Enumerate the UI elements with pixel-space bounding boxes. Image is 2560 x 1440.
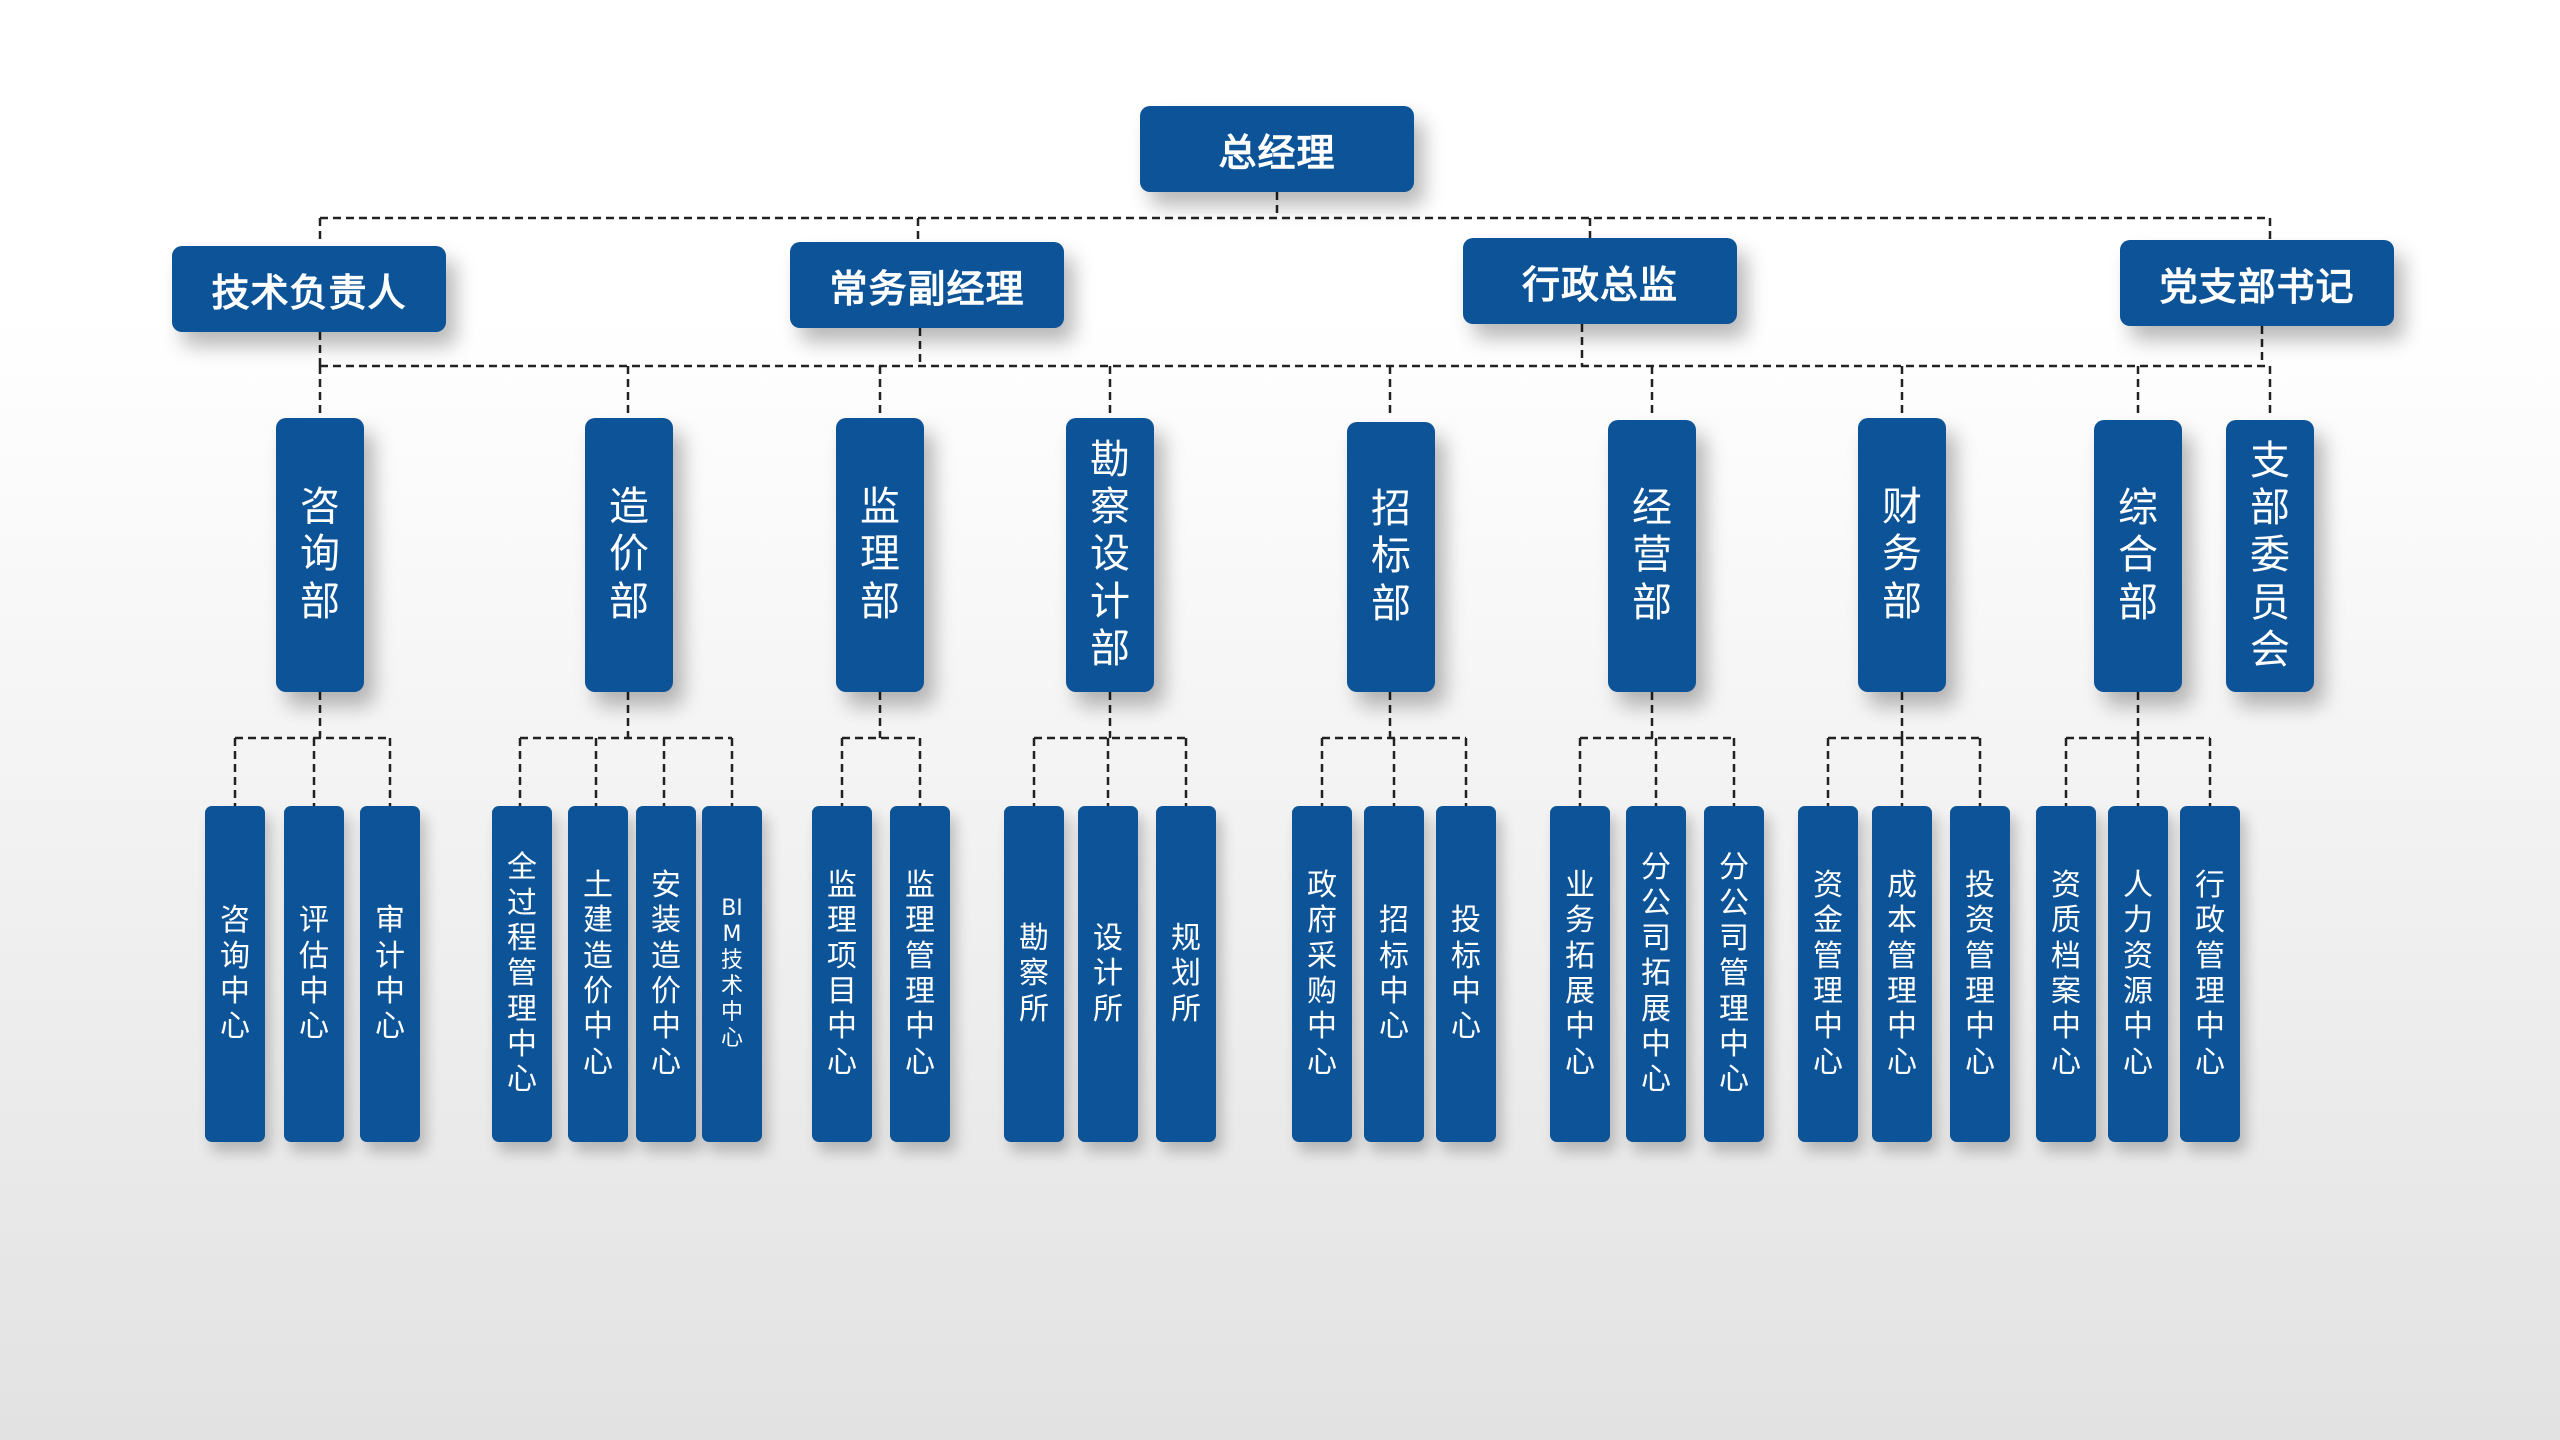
dept-consult-label: 咨询部 [300, 484, 340, 625]
sub-label: 招标中心 [1379, 903, 1409, 1045]
sub-tender-center[interactable]: 招标中心 [1364, 806, 1424, 1142]
sub-supervision-management-center[interactable]: 监理管理中心 [890, 806, 950, 1142]
sub-label: 行政管理中心 [2195, 867, 2225, 1080]
dept-bidding[interactable]: 招标部 [1347, 422, 1435, 692]
dept-branch-committee[interactable]: 支部委员会 [2226, 420, 2314, 692]
sub-administration-center[interactable]: 行政管理中心 [2180, 806, 2240, 1142]
sub-bim-center[interactable]: BIM技术中心 [702, 806, 762, 1142]
sub-government-procurement-center[interactable]: 政府采购中心 [1292, 806, 1352, 1142]
node-general-manager[interactable]: 总经理 [1140, 106, 1414, 192]
dept-general-label: 综合部 [2118, 485, 2158, 626]
sub-investment-management-center[interactable]: 投资管理中心 [1950, 806, 2010, 1142]
sub-label: 人力资源中心 [2123, 867, 2153, 1080]
dept-cost[interactable]: 造价部 [585, 418, 673, 692]
sub-fund-management-center[interactable]: 资金管理中心 [1798, 806, 1858, 1142]
dept-survey-label: 勘察设计部 [1090, 437, 1130, 672]
sub-label: 土建造价中心 [583, 867, 613, 1080]
node-administrative-director[interactable]: 行政总监 [1463, 238, 1737, 324]
sub-audit-center[interactable]: 审计中心 [360, 806, 420, 1142]
dept-branch-committee-label: 支部委员会 [2250, 438, 2290, 673]
dept-general[interactable]: 综合部 [2094, 420, 2182, 692]
sub-planning-office[interactable]: 规划所 [1156, 806, 1216, 1142]
sub-consult-center[interactable]: 咨询中心 [205, 806, 265, 1142]
dept-operation-label: 经营部 [1632, 485, 1672, 626]
dept-bidding-label: 招标部 [1371, 486, 1411, 627]
sub-evaluation-center[interactable]: 评估中心 [284, 806, 344, 1142]
dept-supervise-label: 监理部 [860, 484, 900, 625]
sub-label: 投资管理中心 [1965, 867, 1995, 1080]
dept-finance[interactable]: 财务部 [1858, 418, 1946, 692]
sub-label: 规划所 [1171, 920, 1201, 1027]
sub-label: 投标中心 [1451, 903, 1481, 1045]
node-executive-deputy-manager[interactable]: 常务副经理 [790, 242, 1064, 328]
dept-operation[interactable]: 经营部 [1608, 420, 1696, 692]
sub-bid-center[interactable]: 投标中心 [1436, 806, 1496, 1142]
sub-label: 资质档案中心 [2051, 867, 2081, 1080]
sub-label: 资金管理中心 [1813, 867, 1843, 1080]
sub-branch-management-center[interactable]: 分公司管理中心 [1704, 806, 1764, 1142]
dept-finance-label: 财务部 [1882, 484, 1922, 625]
dept-consult[interactable]: 咨询部 [276, 418, 364, 692]
sub-label: 勘察所 [1019, 920, 1049, 1027]
sub-civil-cost-center[interactable]: 土建造价中心 [568, 806, 628, 1142]
sub-install-cost-center[interactable]: 安装造价中心 [636, 806, 696, 1142]
node-technical-lead[interactable]: 技术负责人 [172, 246, 446, 332]
sub-label: 全过程管理中心 [507, 850, 537, 1098]
sub-label: 监理管理中心 [905, 867, 935, 1080]
sub-business-development-center[interactable]: 业务拓展中心 [1550, 806, 1610, 1142]
dept-survey[interactable]: 勘察设计部 [1066, 418, 1154, 692]
sub-branch-development-center[interactable]: 分公司拓展中心 [1626, 806, 1686, 1142]
sub-label: 监理项目中心 [827, 867, 857, 1080]
sub-qualification-archive-center[interactable]: 资质档案中心 [2036, 806, 2096, 1142]
sub-human-resources-center[interactable]: 人力资源中心 [2108, 806, 2168, 1142]
sub-label: 审计中心 [375, 903, 405, 1045]
sub-label: 安装造价中心 [651, 867, 681, 1080]
sub-label: 分公司管理中心 [1719, 850, 1749, 1098]
sub-label: 政府采购中心 [1307, 867, 1337, 1080]
node-party-secretary[interactable]: 党支部书记 [2120, 240, 2394, 326]
sub-label: 咨询中心 [220, 903, 250, 1045]
sub-full-process-center[interactable]: 全过程管理中心 [492, 806, 552, 1142]
sub-label: 评估中心 [299, 903, 329, 1045]
sub-survey-office[interactable]: 勘察所 [1004, 806, 1064, 1142]
sub-label: 设计所 [1093, 920, 1123, 1027]
sub-label: 业务拓展中心 [1565, 867, 1595, 1080]
sub-supervision-project-center[interactable]: 监理项目中心 [812, 806, 872, 1142]
dept-cost-label: 造价部 [609, 484, 649, 625]
sub-design-office[interactable]: 设计所 [1078, 806, 1138, 1142]
dept-supervise[interactable]: 监理部 [836, 418, 924, 692]
sub-cost-management-center[interactable]: 成本管理中心 [1872, 806, 1932, 1142]
sub-label: 成本管理中心 [1887, 867, 1917, 1080]
sub-label: BIM技术中心 [721, 896, 744, 1051]
sub-label: 分公司拓展中心 [1641, 850, 1671, 1098]
